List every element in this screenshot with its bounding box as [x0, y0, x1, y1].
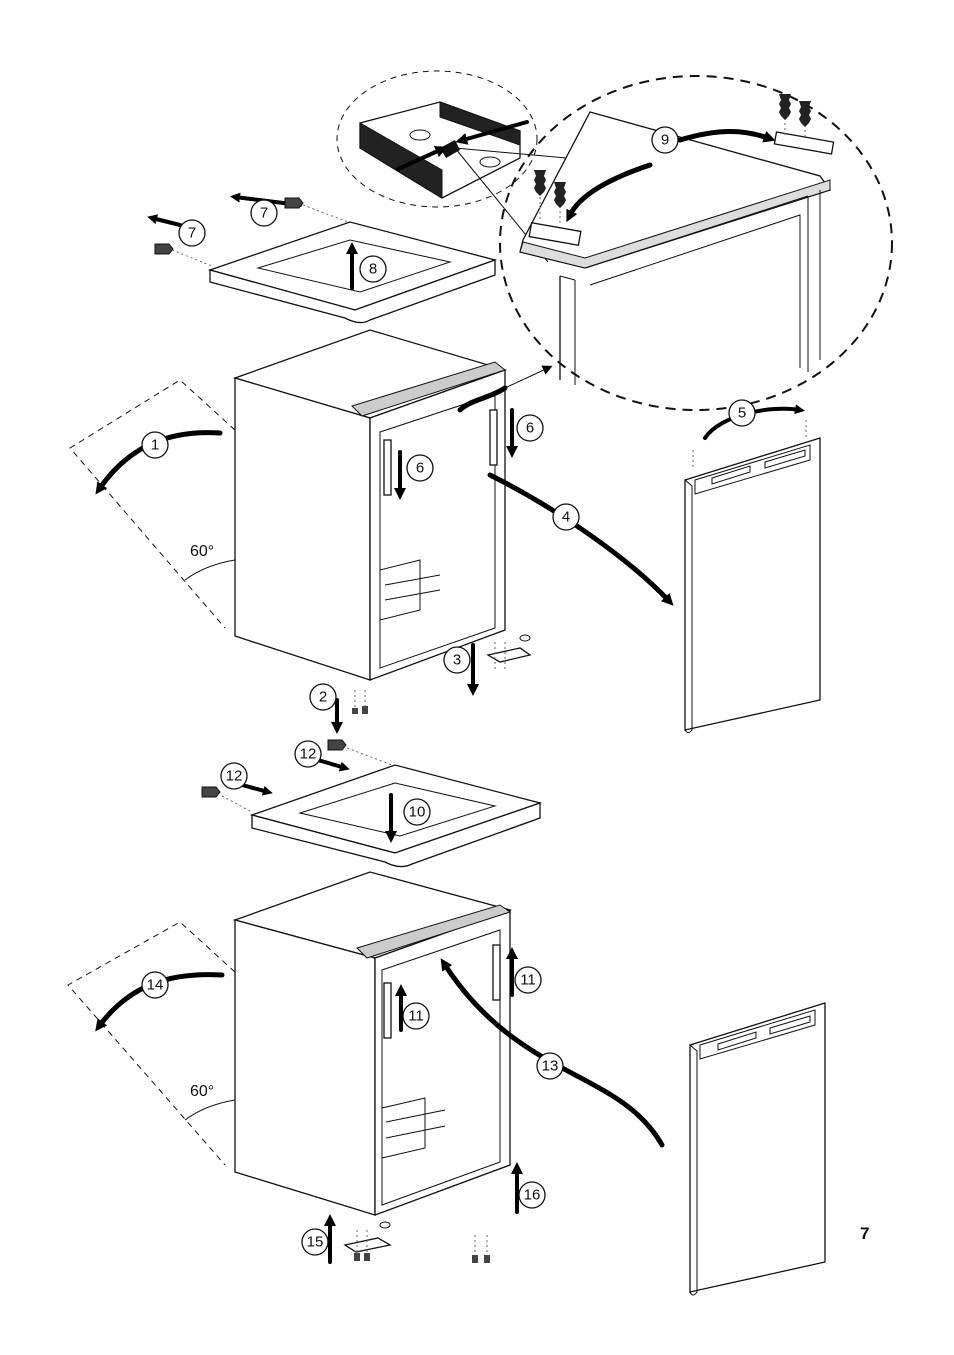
door-removal-arrow [490, 475, 668, 600]
svg-text:7: 7 [260, 205, 268, 222]
svg-text:2: 2 [319, 689, 327, 706]
door-swing-angle-upper [70, 380, 235, 628]
callout-3: 3 [444, 647, 470, 673]
door-lower [690, 1003, 825, 1295]
callout-2: 2 [310, 684, 336, 710]
callout-14: 14 [142, 972, 168, 998]
angle-label-lower: 60° [190, 1083, 214, 1100]
top-cover-lower [202, 740, 540, 867]
svg-text:5: 5 [738, 405, 746, 422]
svg-text:1: 1 [151, 437, 159, 454]
svg-text:6: 6 [526, 420, 534, 437]
svg-text:12: 12 [226, 768, 243, 785]
refrigerator-cabinet-upper [235, 330, 548, 680]
callout-16: 16 [519, 1182, 545, 1208]
top-cover-upper [152, 197, 495, 323]
page-number: 7 [860, 1224, 869, 1243]
svg-text:6: 6 [416, 460, 424, 477]
detail-view-top-hinge [500, 76, 892, 410]
svg-text:12: 12 [300, 746, 317, 763]
svg-text:15: 15 [307, 1234, 324, 1251]
callout-11b: 11 [515, 967, 541, 993]
callout-10: 10 [404, 799, 430, 825]
callout-4: 4 [553, 504, 579, 530]
callout-1: 1 [142, 432, 168, 458]
refrigerator-cabinet-lower [235, 872, 510, 1215]
callout-8: 8 [360, 256, 386, 282]
svg-text:3: 3 [453, 652, 461, 669]
svg-text:8: 8 [369, 261, 377, 278]
svg-text:11: 11 [408, 1008, 424, 1025]
svg-text:9: 9 [661, 132, 669, 149]
callout-6a: 6 [407, 455, 433, 481]
callout-5: 5 [729, 400, 755, 426]
callout-11a: 11 [403, 1003, 429, 1029]
callout-7b: 7 [179, 220, 205, 246]
svg-text:11: 11 [520, 972, 536, 989]
angle-label-upper: 60° [190, 543, 214, 560]
callout-7a: 7 [251, 200, 277, 226]
callout-12b: 12 [221, 763, 247, 789]
svg-text:10: 10 [409, 804, 426, 821]
callout-9: 9 [652, 127, 678, 153]
callout-12a: 12 [295, 741, 321, 767]
svg-text:7: 7 [188, 225, 196, 242]
svg-text:4: 4 [562, 509, 570, 526]
door-swing-angle-lower [68, 922, 235, 1165]
svg-text:16: 16 [524, 1187, 541, 1204]
door-upper [685, 409, 820, 733]
callout-6b: 6 [517, 415, 543, 441]
svg-text:13: 13 [542, 1058, 559, 1075]
callout-15: 15 [302, 1229, 328, 1255]
callout-13: 13 [537, 1053, 563, 1079]
svg-text:14: 14 [147, 977, 164, 994]
